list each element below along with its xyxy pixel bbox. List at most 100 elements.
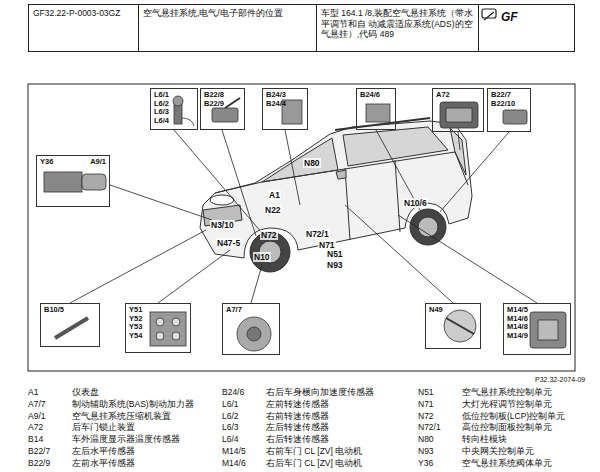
callout-number: B22/8 bbox=[204, 91, 241, 100]
windshield bbox=[262, 138, 338, 182]
callout-number: M14/9 bbox=[507, 332, 567, 341]
callout-number: L6/1 bbox=[154, 91, 194, 100]
detail-inset: B22/7B22/10 bbox=[487, 88, 531, 132]
part-description: 中央网关控制单元 bbox=[462, 446, 534, 456]
callout-number: N47-5 bbox=[216, 238, 241, 248]
belt-line bbox=[338, 152, 468, 185]
detail-inset: Y36A9/1 bbox=[36, 155, 110, 207]
part-code: L6/4 bbox=[222, 434, 239, 444]
detail-inset: B24/3B24/4 bbox=[262, 88, 308, 130]
callout-number: M14/6 bbox=[507, 315, 567, 324]
part-code: N93 bbox=[418, 446, 434, 456]
part-code: A72 bbox=[28, 422, 43, 432]
vehicle bbox=[200, 118, 472, 272]
part-description: 右后车门 CL [ZV] 电动机 bbox=[266, 458, 362, 468]
callout-number: B24/4 bbox=[266, 100, 304, 109]
callout-number: N51 bbox=[326, 249, 344, 259]
part-code: B22/9 bbox=[28, 458, 50, 468]
callout-number: N72/1 bbox=[305, 229, 330, 239]
part-code: N51 bbox=[418, 387, 434, 397]
callout-number: L6/2 bbox=[154, 100, 194, 109]
part-description: 左后转速传感器 bbox=[266, 422, 329, 432]
vehicle-body bbox=[200, 121, 472, 258]
sensor-cable bbox=[182, 118, 194, 126]
header-text: 车型 164.1 /8,装配空气悬挂系统（带水平调节和自 动减震适应系统(ADS… bbox=[321, 8, 474, 40]
temperature-sensor-image bbox=[55, 318, 88, 338]
level-sensor-arm bbox=[225, 98, 240, 108]
part-code: M14/6 bbox=[222, 458, 246, 468]
door-line bbox=[345, 168, 350, 240]
detail-inset: M14/5M14/6M14/8M14/9 bbox=[503, 303, 571, 355]
header-cell: GF32.22-P-0003-03GZ bbox=[28, 4, 139, 52]
callout-number: N49 bbox=[429, 306, 477, 315]
valve-unit-image bbox=[82, 174, 106, 190]
valve-port bbox=[156, 332, 164, 340]
valve-port bbox=[172, 332, 180, 340]
part-code: M14/5 bbox=[222, 446, 246, 456]
detail-inset: B10/5 bbox=[40, 303, 100, 347]
valve-block-image bbox=[150, 312, 186, 346]
callout-number: B22/7 bbox=[491, 91, 527, 100]
detail-inset: A7/7 bbox=[222, 303, 280, 355]
header-cell: 空气悬挂系统,电气/电子部件的位置 bbox=[138, 4, 317, 52]
door-line bbox=[395, 160, 400, 232]
logo-icon bbox=[482, 9, 496, 20]
callout-number: A9/1 bbox=[90, 158, 106, 204]
part-images bbox=[44, 96, 566, 351]
callout-number: A72 bbox=[436, 91, 480, 100]
part-description: 空气悬挂系统压缩机装置 bbox=[72, 411, 171, 421]
leader-line bbox=[458, 132, 460, 150]
callout-number: A7/7 bbox=[226, 306, 276, 315]
detail-inset: B22/8B22/9 bbox=[200, 88, 245, 130]
steering-sensor-detail bbox=[446, 318, 474, 334]
figure-frame bbox=[28, 84, 575, 371]
part-code: B24/6 bbox=[222, 387, 244, 397]
part-description: 转向柱模块 bbox=[462, 434, 507, 444]
callout-number: N22 bbox=[264, 205, 282, 215]
part-description: 右前转速传感器 bbox=[266, 411, 329, 421]
callout-number: B22/9 bbox=[204, 100, 241, 109]
leader-line bbox=[110, 185, 212, 220]
part-description: 右后车身横向加速度传感器 bbox=[266, 387, 374, 397]
part-code: N72 bbox=[418, 411, 434, 421]
door-motor-detail bbox=[538, 320, 558, 340]
callout-number: Y51 bbox=[129, 306, 187, 315]
callout-number: A1 bbox=[268, 190, 281, 200]
part-description: 空气悬挂系统控制单元 bbox=[462, 387, 552, 397]
part-code: A7/7 bbox=[28, 399, 46, 409]
part-code: N72/1 bbox=[418, 422, 441, 432]
callout-number: N80 bbox=[303, 158, 321, 168]
part-description: 车外温度显示器温度传感器 bbox=[72, 434, 180, 444]
leader-line bbox=[158, 250, 230, 303]
callout-number: B22/10 bbox=[491, 100, 527, 109]
door-motor-image bbox=[530, 312, 566, 348]
mirror bbox=[336, 170, 346, 179]
callout-number: L6/4 bbox=[154, 117, 194, 126]
part-code: B14 bbox=[28, 434, 43, 444]
leader-line bbox=[70, 230, 206, 303]
part-code: N71 bbox=[418, 399, 434, 409]
part-code: L6/1 bbox=[222, 399, 239, 409]
rear-window bbox=[450, 128, 466, 175]
logo-icon-wrench bbox=[484, 12, 494, 20]
acceleration-sensor-image bbox=[366, 104, 390, 122]
callout-number: M14/5 bbox=[507, 306, 567, 315]
speed-sensor-head bbox=[173, 96, 183, 106]
part-description: 后车门锁止装置 bbox=[72, 422, 135, 432]
detail-inset: B24/6 bbox=[356, 88, 396, 130]
callout-number: B24/6 bbox=[360, 91, 392, 100]
door-lock-image bbox=[440, 102, 478, 128]
callout-number: Y54 bbox=[129, 332, 187, 341]
callout-number: M14/8 bbox=[507, 323, 567, 332]
leader-line bbox=[285, 130, 300, 205]
header-cell: 车型 164.1 /8,装配空气悬挂系统（带水平调节和自 动减震适应系统(ADS… bbox=[316, 4, 479, 52]
leader-line bbox=[398, 215, 537, 303]
rear-wheel bbox=[410, 209, 446, 245]
part-code: A9/1 bbox=[28, 411, 46, 421]
detail-inset: Y51Y52Y53Y54 bbox=[125, 303, 191, 353]
leader-line bbox=[440, 132, 509, 212]
callout-number: N93 bbox=[326, 260, 344, 270]
logo-cell: GF bbox=[478, 4, 575, 52]
part-description: 左前转速传感器 bbox=[266, 399, 329, 409]
part-description: 左前水平传感器 bbox=[72, 458, 135, 468]
